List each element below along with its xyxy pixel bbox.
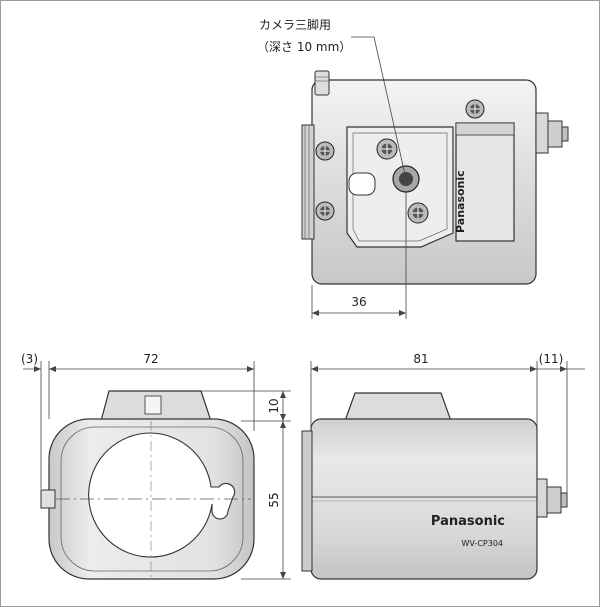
top-view-slot — [348, 172, 376, 196]
top-view-lens-ring — [301, 124, 315, 240]
front-view-side-button — [40, 489, 56, 509]
screw-icon — [407, 202, 429, 224]
dimension-front-width: 72 — [143, 352, 158, 366]
side-view-logo: Panasonic — [431, 514, 505, 529]
top-view-back-panel — [455, 122, 515, 242]
dimension-top-width: 36 — [351, 295, 366, 309]
side-view-lens-ring — [301, 430, 313, 572]
screw-icon — [465, 99, 485, 119]
dimension-front-offset: (3) — [21, 352, 38, 366]
side-view-mount — [344, 392, 452, 422]
side-view: Panasonic WV-CP304 81 (11) — [301, 352, 585, 580]
dimension-side-connector: (11) — [539, 352, 564, 366]
top-view-logo: Panasonic — [454, 170, 467, 233]
callout-leader — [351, 36, 407, 180]
screw-icon — [315, 141, 335, 161]
model-number: WV-CP304 — [462, 539, 503, 548]
callout-depth: （深さ 10 mm） — [257, 40, 351, 54]
front-view-lens-opening — [88, 432, 236, 558]
screw-icon — [315, 201, 335, 221]
bnc-connector-top — [535, 112, 569, 154]
screw-icon — [376, 138, 398, 160]
dimension-body-height: 55 — [267, 492, 281, 507]
callout-label: カメラ三脚用 — [259, 17, 331, 32]
side-view-body — [310, 418, 538, 580]
dimension-side-length: 81 — [413, 352, 428, 366]
top-view-knob — [314, 70, 330, 96]
front-view: (3) 72 10 55 — [21, 352, 291, 580]
dimension-mount-height: 10 — [267, 398, 281, 413]
bnc-connector-side — [536, 478, 568, 518]
top-view: Panasonic カメラ三脚用 （深さ 10 mm） 36 — [257, 17, 569, 319]
